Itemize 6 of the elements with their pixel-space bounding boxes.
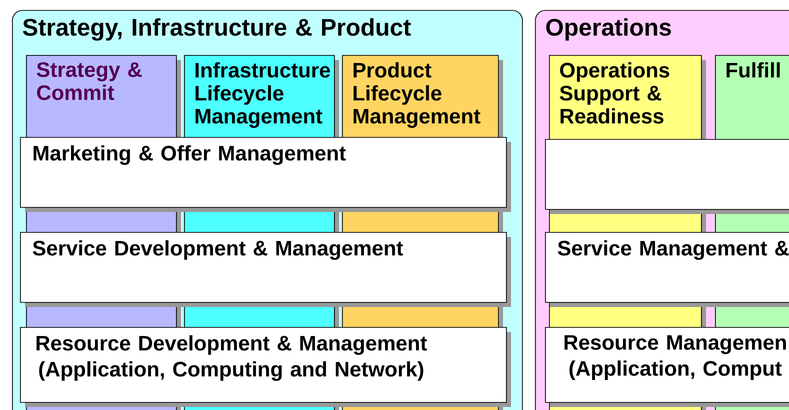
process-row: Service Development & Management — [20, 232, 511, 307]
process-row — [545, 139, 789, 214]
process-row: Service Management & — [545, 232, 789, 307]
process-row: Marketing & Offer Management — [20, 137, 511, 212]
process-row: Resource Managemen (Application, Comput — [545, 327, 789, 407]
process-row: Resource Development & Management (Application, Computing and Network) — [20, 327, 511, 407]
